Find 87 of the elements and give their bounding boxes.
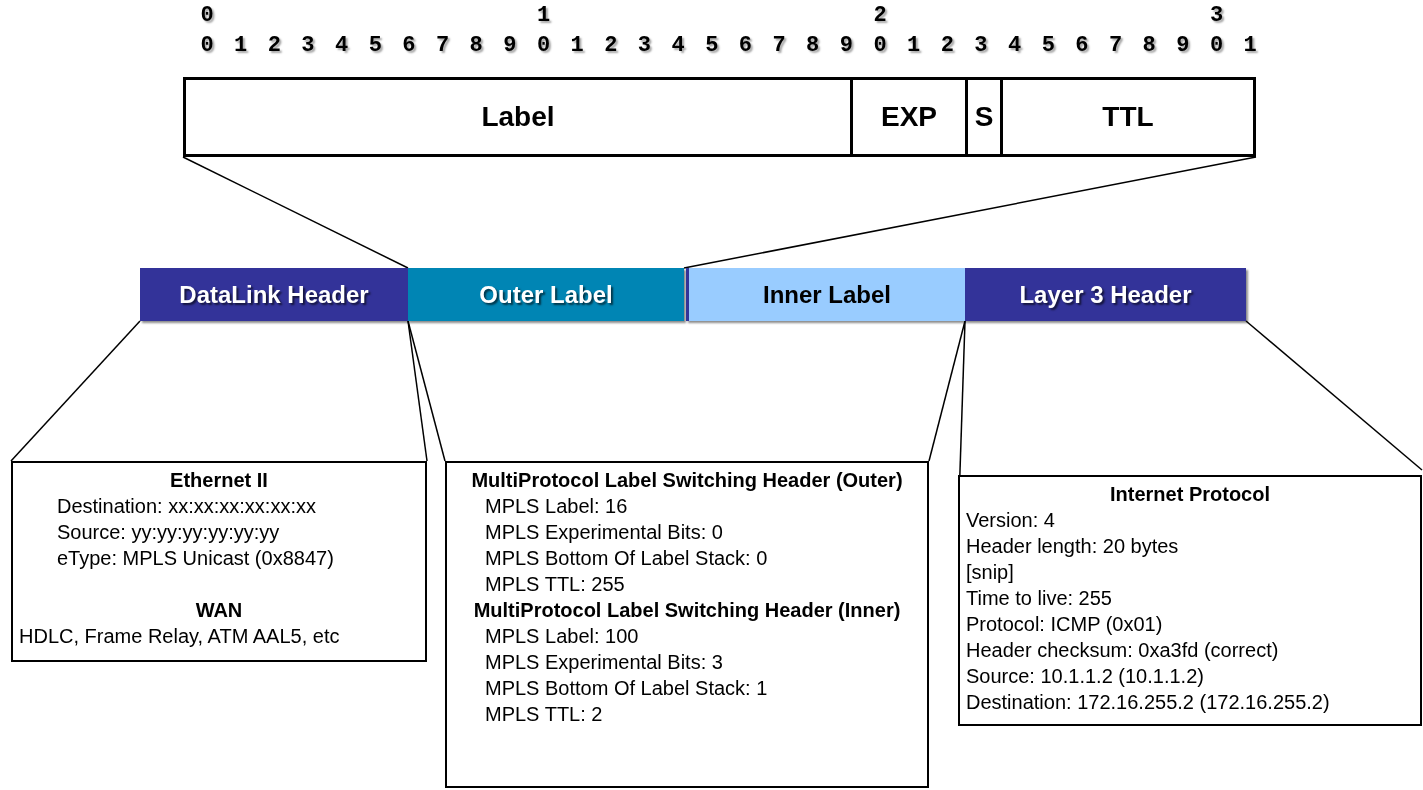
zoom-line xyxy=(1245,320,1423,471)
bit-number: 6 xyxy=(1074,33,1090,58)
field-name: DataLink Header xyxy=(179,280,369,309)
bit-number: 5 xyxy=(367,33,383,58)
bit-number: 1 xyxy=(569,33,585,58)
field-text: Source: yy:yy:yy:yy:yy:yy xyxy=(56,520,281,545)
zoom-line xyxy=(10,320,141,462)
field-text: Protocol: ICMP (0x01) xyxy=(966,612,1164,637)
heading-text: Internet Protocol xyxy=(1109,482,1271,507)
field-text: [snip] xyxy=(966,560,1015,585)
field-text: HDLC, Frame Relay, ATM AAL5, etc xyxy=(19,624,341,649)
bit-number: 2 xyxy=(939,33,955,58)
field-text: Time to live: 255 xyxy=(966,586,1113,611)
zoom-line xyxy=(182,156,409,269)
bit-number: 1 xyxy=(906,33,922,58)
bit-number: 8 xyxy=(805,33,821,58)
bit-number: 3 xyxy=(973,33,989,58)
bit-number: 6 xyxy=(401,33,417,58)
field-text: eType: MPLS Unicast (0x8847) xyxy=(56,546,335,571)
bit-number: 0 xyxy=(535,33,552,58)
bit-number: 3 xyxy=(300,33,316,58)
bit-field-box xyxy=(850,77,968,157)
bit-number: 0 xyxy=(199,33,215,58)
bit-number: 7 xyxy=(1107,33,1124,58)
bit-number: 4 xyxy=(1007,33,1023,58)
field-text: MPLS TTL: 255 xyxy=(484,572,626,597)
bit-number: 8 xyxy=(468,33,484,58)
field-text: MPLS Experimental Bits: 0 xyxy=(484,520,724,545)
field-name: EXP xyxy=(881,101,937,133)
field-text: MPLS Experimental Bits: 3 xyxy=(484,650,724,675)
field-text: Header checksum: 0xa3fd (correct) xyxy=(966,638,1280,663)
field-name: Outer Label xyxy=(479,280,613,309)
heading-text: MultiProtocol Label Switching Header (Outer) xyxy=(470,468,904,493)
bit-number: 5 xyxy=(704,33,720,58)
bit-number: 7 xyxy=(434,33,451,58)
bit-number: 8 xyxy=(1141,33,1157,58)
bit-number: 1 xyxy=(1242,33,1258,58)
bit-number: 5 xyxy=(1040,33,1056,58)
header-segment xyxy=(408,268,684,321)
heading-text: MultiProtocol Label Switching Header (Inner) xyxy=(472,598,902,623)
field-text: Version: 4 xyxy=(966,508,1056,533)
field-text: MPLS TTL: 2 xyxy=(484,702,604,727)
detail-box xyxy=(445,461,929,788)
zoom-line xyxy=(407,320,428,462)
field-text: Header length: 20 bytes xyxy=(966,534,1180,559)
field-name: Inner Label xyxy=(763,280,891,309)
bit-number: 2 xyxy=(266,33,282,58)
bit-number: 0 xyxy=(1208,33,1225,58)
field-text: MPLS Label: 16 xyxy=(484,494,629,519)
detail-box xyxy=(958,475,1422,726)
field-name: Label xyxy=(481,101,555,133)
heading-text: WAN xyxy=(194,598,244,623)
detail-box xyxy=(11,461,427,662)
bit-number: 3 xyxy=(1208,3,1225,28)
bit-number: 2 xyxy=(603,33,619,58)
header-segment xyxy=(686,268,965,321)
bit-number: 0 xyxy=(872,33,888,58)
bit-number: 9 xyxy=(502,33,518,58)
bit-field-box xyxy=(1000,77,1256,157)
bit-number: 1 xyxy=(233,33,249,58)
header-segment xyxy=(965,268,1246,321)
bit-number: 9 xyxy=(838,33,854,58)
bit-number: 7 xyxy=(771,33,787,58)
bit-number: 4 xyxy=(334,33,350,58)
bit-number: 3 xyxy=(636,33,653,58)
field-text: MPLS Label: 100 xyxy=(484,624,640,649)
zoom-line xyxy=(959,320,966,476)
field-text: Destination: xx:xx:xx:xx:xx:xx xyxy=(56,494,317,519)
field-name: Layer 3 Header xyxy=(1019,280,1192,309)
zoom-line xyxy=(683,156,1257,269)
bit-field-box xyxy=(183,77,853,157)
bit-field-box xyxy=(965,77,1003,157)
field-text: MPLS Bottom Of Label Stack: 1 xyxy=(484,676,769,701)
bit-number: 4 xyxy=(670,33,686,58)
field-name: TTL xyxy=(1102,101,1154,133)
heading-text: Ethernet II xyxy=(169,468,269,493)
header-segment xyxy=(140,268,408,321)
bit-number: 6 xyxy=(737,33,753,58)
bit-number: 2 xyxy=(872,3,888,28)
field-text: Source: 10.1.1.2 (10.1.1.2) xyxy=(966,664,1205,689)
field-name: S xyxy=(974,101,994,133)
bit-number: 9 xyxy=(1175,33,1191,58)
field-text: MPLS Bottom Of Label Stack: 0 xyxy=(484,546,769,571)
bit-number: 0 xyxy=(199,3,215,28)
bit-number: 1 xyxy=(535,3,552,28)
zoom-line xyxy=(407,320,446,462)
field-text: Destination: 172.16.255.2 (172.16.255.2) xyxy=(966,690,1331,715)
